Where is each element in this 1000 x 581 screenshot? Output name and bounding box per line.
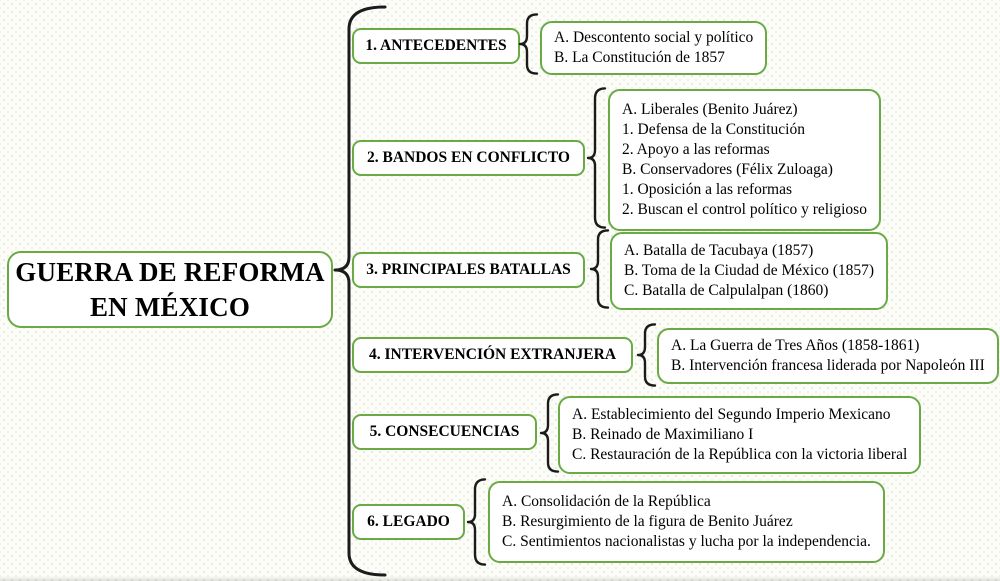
topic-label: 3. PRINCIPALES BATALLAS — [366, 261, 571, 278]
brace-icon-legado — [466, 478, 487, 566]
topic-label: 1. ANTECEDENTES — [365, 37, 507, 54]
brace-icon-batallas — [589, 229, 610, 309]
detail-item: 2. Apoyo a las reformas — [622, 141, 770, 158]
topic-box-consecuencias: 5. CONSECUENCIAS — [352, 414, 537, 450]
topic-box-antecedentes: 1. ANTECEDENTES — [352, 28, 520, 64]
detail-box-batallas: A. Batalla de Tacubaya (1857) B. Toma de… — [610, 232, 889, 310]
detail-item: 1. Oposición a las reformas — [622, 181, 793, 198]
topic-label: 5. CONSECUENCIAS — [369, 423, 520, 440]
brace-icon-antecedentes — [518, 13, 539, 75]
detail-item: C. Sentimientos nacionalistas y lucha po… — [502, 533, 871, 550]
detail-item: A. La Guerra de Tres Años (1858-1861) — [671, 337, 920, 354]
topic-label: 4. INTERVENCIÓN EXTRANJERA — [368, 346, 617, 363]
main-title-line1: GUERRA DE REFORMA — [15, 256, 325, 287]
brace-icon-bandos — [586, 87, 607, 229]
brace-icon-consecuencias — [539, 393, 560, 473]
detail-item: B. Resurgimiento de la figura de Benito … — [502, 513, 793, 530]
detail-item: A. Liberales (Benito Juárez) — [622, 101, 798, 118]
detail-item: 2. Buscan el control político y religios… — [622, 201, 867, 218]
detail-item: B. La Constitución de 1857 — [554, 49, 725, 66]
detail-box-consecuencias: A. Establecimiento del Segundo Imperio M… — [558, 396, 922, 474]
detail-item: B. Reinado de Maximiliano I — [572, 426, 754, 443]
topic-box-legado: 6. LEGADO — [352, 504, 465, 540]
detail-item: B. Intervención francesa liderada por Na… — [671, 357, 985, 374]
detail-box-antecedentes: A. Descontento social y político B. La C… — [540, 21, 768, 75]
detail-item: A. Establecimiento del Segundo Imperio M… — [572, 406, 891, 423]
detail-item: C. Batalla de Calpulalpan (1860) — [624, 282, 829, 299]
topic-box-principales-batallas: 3. PRINCIPALES BATALLAS — [352, 252, 585, 288]
detail-box-intervencion: A. La Guerra de Tres Años (1858-1861) B.… — [657, 328, 999, 384]
root-brace-icon — [333, 5, 387, 577]
topic-box-intervencion-extranjera: 4. INTERVENCIÓN EXTRANJERA — [352, 337, 633, 373]
main-title-line2: EN MÉXICO — [89, 291, 251, 322]
brace-icon-intervencion — [636, 323, 657, 387]
main-topic-box: GUERRA DE REFORMA EN MÉXICO — [7, 251, 333, 328]
detail-box-legado: A. Consolidación de la República B. Resu… — [488, 481, 885, 563]
detail-item: B. Conservadores (Félix Zuloaga) — [622, 161, 833, 178]
topic-label: 2. BANDOS EN CONFLICTO — [367, 149, 570, 166]
detail-box-bandos: A. Liberales (Benito Juárez) 1. Defensa … — [608, 89, 881, 231]
detail-item: C. Restauración de la República con la v… — [572, 446, 908, 463]
detail-item: 1. Defensa de la Constitución — [622, 121, 805, 138]
topic-label: 6. LEGADO — [367, 513, 450, 530]
detail-item: A. Consolidación de la República — [502, 493, 711, 510]
topic-box-bandos-en-conflicto: 2. BANDOS EN CONFLICTO — [352, 140, 585, 176]
detail-item: A. Batalla de Tacubaya (1857) — [624, 242, 814, 259]
detail-item: B. Toma de la Ciudad de México (1857) — [624, 262, 875, 279]
detail-item: A. Descontento social y político — [554, 29, 754, 46]
